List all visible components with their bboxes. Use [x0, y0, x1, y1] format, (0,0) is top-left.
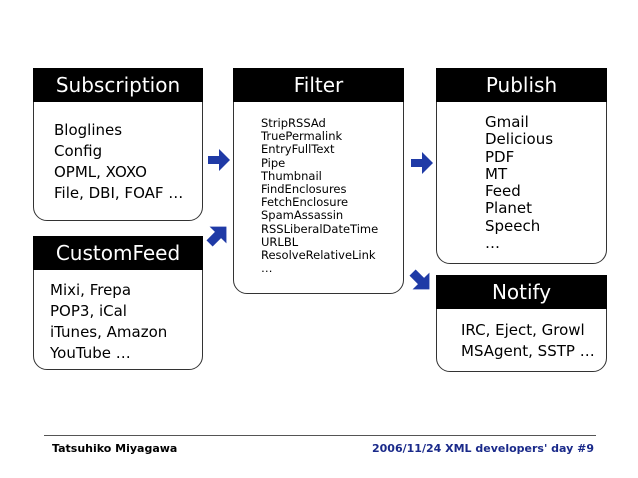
subscription-list: Bloglines Config OPML, XOXO File, DBI, F… [54, 120, 183, 204]
notify-box: Notify IRC, Eject, Growl MSAgent, SSTP … [436, 275, 607, 372]
list-item: … [485, 234, 500, 253]
list-item: File, DBI, FOAF … [54, 184, 184, 202]
list-item: FindEnclosures [261, 182, 347, 197]
footer-event: 2006/11/24 XML developers' day #9 [372, 442, 594, 455]
footer-author: Tatsuhiko Miyagawa [52, 442, 178, 455]
subscription-box: Subscription Bloglines Config OPML, XOXO… [33, 68, 203, 221]
list-item: Mixi, Frepa [50, 281, 132, 299]
list-item: YouTube … [50, 344, 131, 362]
list-item: EntryFullText [261, 142, 335, 157]
arrow-right-icon [410, 151, 434, 175]
list-item: OPML, XOXO [54, 163, 147, 181]
footer-divider [44, 435, 596, 436]
list-item: Planet [485, 199, 533, 218]
list-item: Gmail [485, 113, 529, 131]
list-item: PDF [485, 147, 515, 166]
filter-list: StripRSSAd TruePermalink EntryFullText P… [261, 116, 379, 276]
subscription-title: Subscription [33, 68, 203, 102]
list-item: Delicious [485, 130, 554, 149]
list-item: MT [485, 164, 508, 183]
filter-title: Filter [233, 68, 404, 102]
customfeed-list: Mixi, Frepa POP3, iCal iTunes, Amazon Yo… [50, 280, 167, 364]
list-item: Bloglines [54, 121, 123, 139]
customfeed-box: CustomFeed Mixi, Frepa POP3, iCal iTunes… [33, 236, 203, 370]
list-item: URLBL [261, 234, 299, 249]
customfeed-title: CustomFeed [33, 236, 203, 270]
arrow-down-right-icon [408, 268, 434, 294]
list-item: TruePermalink [261, 129, 343, 144]
publish-title: Publish [436, 68, 607, 102]
list-item: Config [54, 142, 103, 160]
list-item: MSAgent, SSTP … [461, 342, 595, 360]
list-item: POP3, iCal [50, 302, 127, 320]
arrow-right-icon [207, 148, 231, 172]
list-item: ResolveRelativeLink [261, 248, 376, 263]
list-item: Thumbnail [261, 168, 322, 183]
list-item: RSSLiberalDateTime [261, 221, 379, 236]
list-item: FetchEnclosure [261, 195, 349, 210]
filter-box: Filter StripRSSAd TruePermalink EntryFul… [233, 68, 404, 294]
notify-list: IRC, Eject, Growl MSAgent, SSTP … [461, 320, 595, 362]
publish-list: Gmail Delicious PDF MT Feed Planet Speec… [485, 113, 554, 253]
list-item: … [261, 261, 273, 276]
publish-box: Publish Gmail Delicious PDF MT Feed Plan… [436, 68, 607, 264]
arrow-up-right-icon [205, 222, 231, 248]
notify-title: Notify [436, 275, 607, 309]
list-item: Speech [485, 216, 541, 235]
list-item: Feed [485, 182, 521, 201]
list-item: iTunes, Amazon [50, 323, 168, 341]
list-item: StripRSSAd [261, 116, 326, 130]
list-item: SpamAssassin [261, 208, 344, 223]
list-item: Pipe [261, 155, 286, 170]
list-item: IRC, Eject, Growl [461, 321, 585, 339]
